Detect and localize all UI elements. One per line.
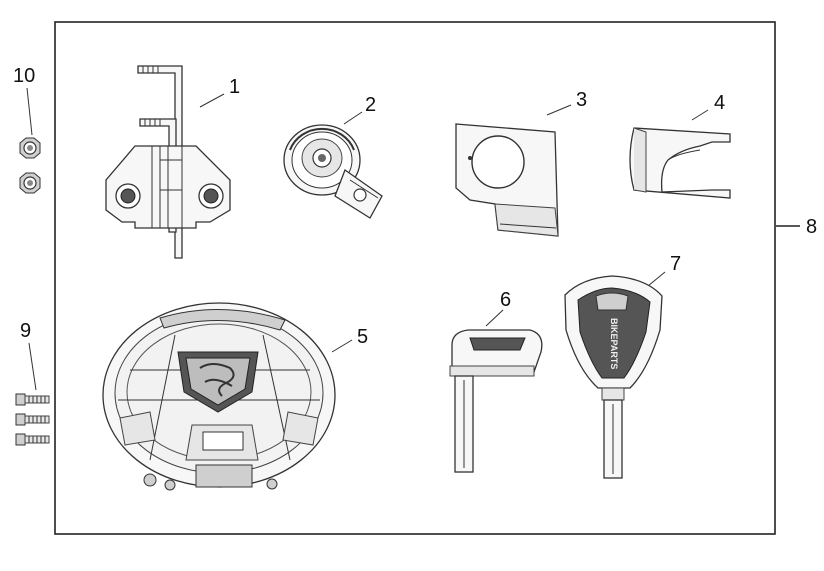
- leader-6: [485, 309, 504, 327]
- callout-1: 1: [229, 76, 240, 98]
- callout-4: 4: [714, 92, 725, 114]
- bolt-icon: [15, 413, 50, 426]
- callout-5: 5: [357, 326, 368, 348]
- callout-9: 9: [20, 320, 31, 342]
- leader-4: [691, 109, 709, 121]
- callout-8: 8: [806, 216, 817, 238]
- bolt-icon: [15, 393, 50, 406]
- part-9-bolts: 9: [15, 320, 50, 446]
- part-4-clip: 4: [629, 92, 731, 199]
- key-brand-text: BIKEPARTS: [609, 318, 619, 369]
- diagram-frame: [54, 21, 776, 535]
- nut-icon: [19, 172, 41, 194]
- leader-2: [343, 111, 363, 125]
- leader-5: [331, 339, 353, 353]
- part-5-fuel-cap: 5: [102, 302, 368, 491]
- callout-7: 7: [670, 253, 681, 275]
- nut-icon: [19, 137, 41, 159]
- leader-7: [647, 271, 666, 287]
- part-10-nuts: 10: [13, 65, 41, 194]
- callout-3: 3: [576, 89, 587, 111]
- leader-3: [546, 104, 572, 116]
- callout-2: 2: [365, 94, 376, 116]
- part-2-lock-cylinder: 2: [283, 94, 383, 219]
- leader-1: [199, 93, 225, 108]
- callout-6: 6: [500, 289, 511, 311]
- part-1-hinge-bracket: 1: [105, 65, 240, 259]
- part-6-blank-key: 6: [449, 289, 543, 473]
- leader-9: [28, 342, 37, 391]
- callout-10: 10: [13, 65, 35, 87]
- part-7-key: 7 BIKEPARTS: [564, 253, 681, 479]
- bolt-icon: [15, 433, 50, 446]
- leader-10: [26, 87, 33, 136]
- part-3-plate: 3: [455, 89, 587, 237]
